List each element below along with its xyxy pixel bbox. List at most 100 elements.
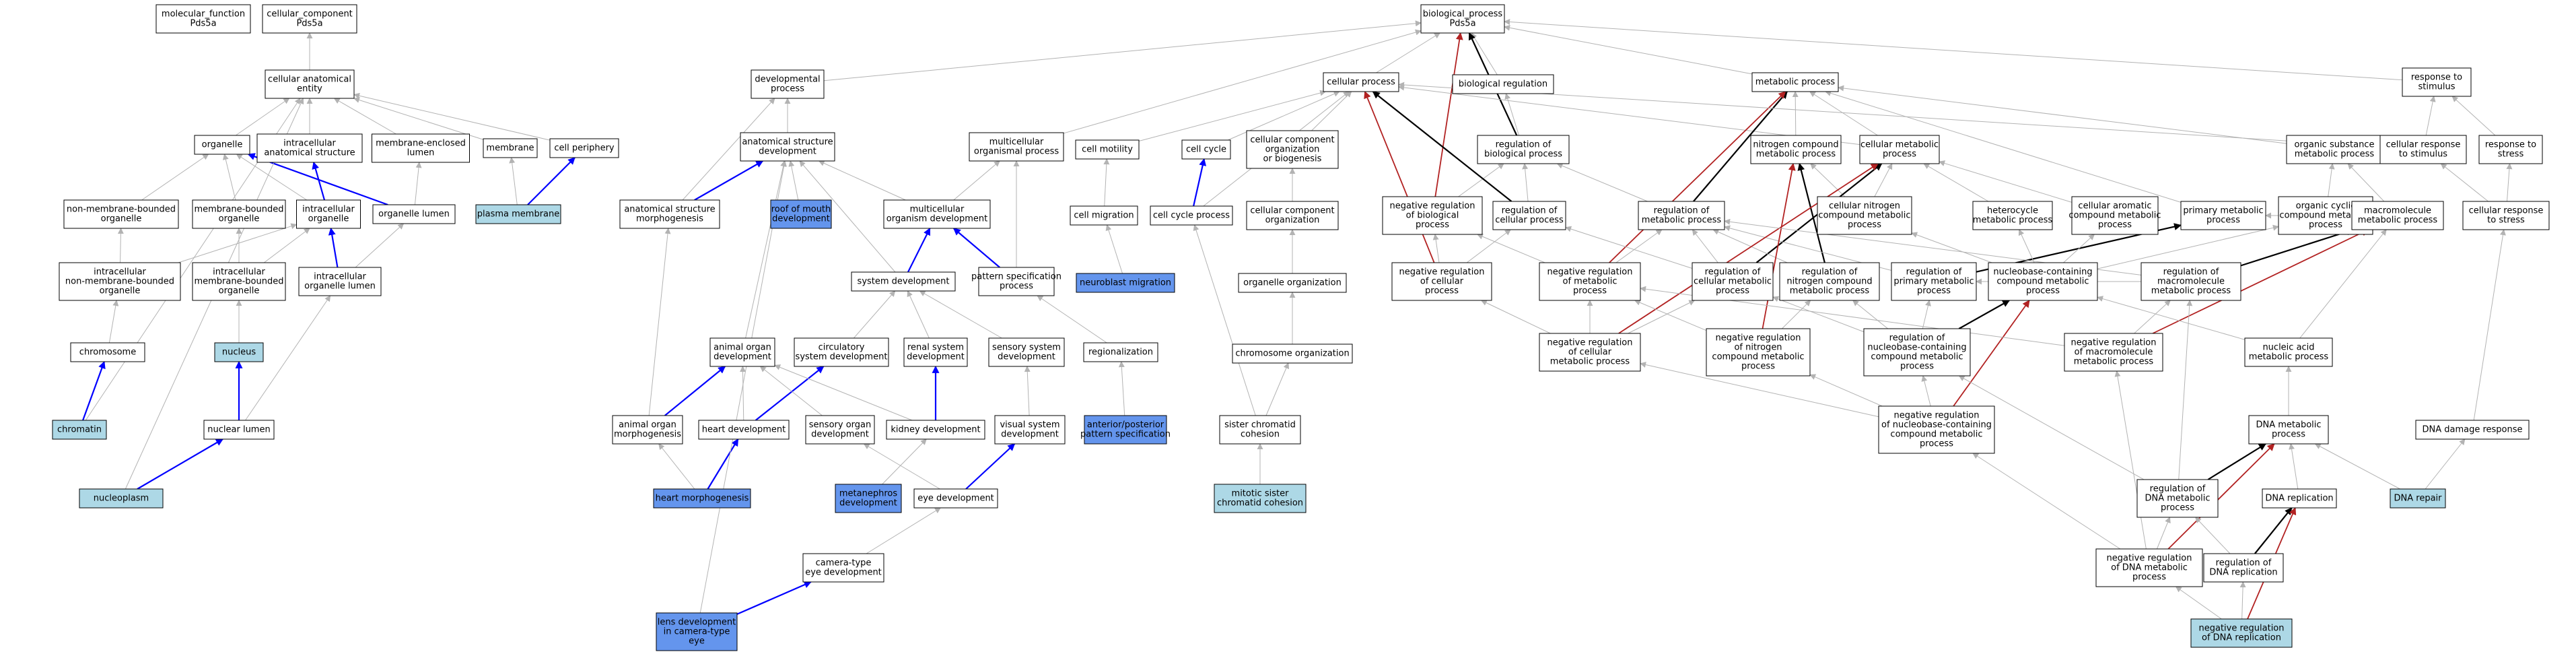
term-node-eyedev[interactable]: eye development bbox=[913, 488, 998, 509]
term-node-nucleoplasm[interactable]: nucleoplasm bbox=[79, 488, 164, 509]
term-node-plasma[interactable]: plasma membrane bbox=[475, 204, 561, 224]
edge-heartmorph-to-aom bbox=[658, 443, 695, 490]
edge-renal-to-sysdev bbox=[907, 290, 930, 339]
term-node-chromosome[interactable]: chromosome bbox=[70, 342, 145, 362]
term-node-neuroblast[interactable]: neuroblast migration bbox=[1076, 273, 1175, 293]
term-node-sysdev[interactable]: system development bbox=[851, 271, 956, 292]
term-node-cellperiph[interactable]: cell periphery bbox=[549, 138, 619, 158]
term-node-olumen[interactable]: organelle lumen bbox=[372, 204, 456, 224]
term-node-chromatin[interactable]: chromatin bbox=[52, 420, 107, 440]
edge-region-to-patspec bbox=[1037, 295, 1107, 344]
term-node-cellmot[interactable]: cell motility bbox=[1075, 139, 1140, 160]
term-node-ccproc[interactable]: cell cycle process bbox=[1150, 205, 1233, 226]
term-node-nucleus[interactable]: nucleus bbox=[214, 342, 264, 362]
term-node-inmbo[interactable]: intracellularnon-membrane-boundedorganel… bbox=[59, 262, 181, 301]
term-node-membrane[interactable]: membrane bbox=[483, 138, 538, 158]
term-node-heartmorph[interactable]: heart morphogenesis bbox=[653, 488, 751, 509]
term-node-regnbccmp[interactable]: regulation ofnucleobase-containingcompou… bbox=[1863, 328, 1971, 377]
term-node-cellcycle[interactable]: cell cycle bbox=[1181, 139, 1231, 160]
term-node-nlumen[interactable]: nuclear lumen bbox=[203, 420, 275, 440]
term-node-metproc[interactable]: metabolic process bbox=[1751, 72, 1839, 92]
term-node-cellmig[interactable]: cell migration bbox=[1070, 205, 1138, 226]
term-node-dnarepair[interactable]: DNA repair bbox=[2390, 488, 2446, 509]
term-node-chromorg[interactable]: chromosome organization bbox=[1232, 344, 1353, 364]
term-node-heartdev[interactable]: heart development bbox=[698, 420, 790, 440]
term-node-kidney[interactable]: kidney development bbox=[886, 420, 985, 440]
term-node-bioreg[interactable]: biological regulation bbox=[1452, 74, 1554, 94]
term-node-dnadamage[interactable]: DNA damage response bbox=[2415, 420, 2530, 440]
term-node-organelle[interactable]: organelle bbox=[194, 135, 250, 155]
term-node-dnarep[interactable]: DNA replication bbox=[2262, 488, 2337, 509]
term-node-cellproc[interactable]: cellular process bbox=[1323, 72, 1399, 92]
term-node-region[interactable]: regionalization bbox=[1083, 342, 1158, 362]
term-node-orgorg[interactable]: organelle organization bbox=[1238, 273, 1347, 293]
